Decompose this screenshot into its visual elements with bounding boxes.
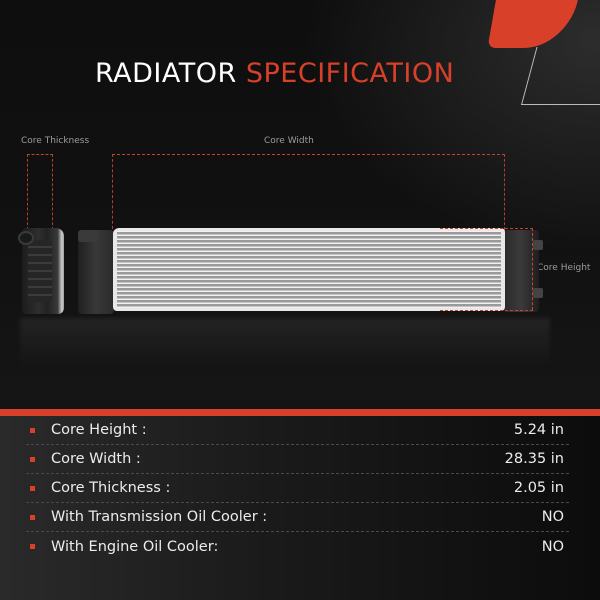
spec-value: NO: [541, 509, 564, 525]
bullet-icon: [30, 544, 35, 549]
spec-row-engine-oil-cooler: With Engine Oil Cooler: NO: [26, 532, 569, 561]
spec-label: Core Height :: [51, 422, 147, 438]
thickness-guide-left: [27, 154, 28, 230]
spec-label: Core Thickness :: [51, 480, 171, 496]
bullet-icon: [30, 514, 35, 520]
thickness-guide-top: [27, 154, 53, 155]
thickness-guide-right: [52, 154, 53, 230]
core-thickness-label: Core Thickness: [21, 136, 90, 146]
page-title: RADIATOR SPECIFICATION: [0, 58, 600, 90]
radiator-core-image: [113, 228, 505, 311]
width-guide-top: [112, 154, 505, 155]
height-guide-top: [440, 228, 533, 229]
spec-row-core-thickness: Core Thickness : 2.05 in: [26, 474, 569, 503]
width-guide-right: [504, 154, 505, 230]
spec-value: 5.24 in: [513, 422, 564, 438]
radiator-fins: [117, 231, 501, 308]
bullet-icon: [30, 456, 35, 462]
height-guide-bottom: [440, 310, 533, 311]
radiator-side-view-image: [18, 228, 64, 314]
bullet-icon: [30, 427, 35, 433]
spec-row-core-width: Core Width : 28.35 in: [26, 445, 569, 474]
spec-value: 2.05 in: [513, 480, 564, 496]
spec-table: Core Height : 5.24 in Core Width : 28.35…: [0, 416, 600, 600]
core-width-label: Core Width: [264, 136, 314, 146]
spec-label: Core Width :: [51, 451, 141, 467]
spec-row-transmission-oil-cooler: With Transmission Oil Cooler : NO: [26, 503, 569, 532]
radiator-right-tank: [503, 230, 543, 312]
core-height-label: Core Height: [537, 263, 591, 273]
spec-label: With Engine Oil Cooler:: [51, 538, 219, 555]
spec-row-core-height: Core Height : 5.24 in: [26, 416, 569, 445]
floor-reflection: [20, 318, 550, 368]
width-guide-left: [112, 154, 113, 234]
title-part-white: RADIATOR: [95, 58, 237, 89]
spec-value: NO: [541, 538, 564, 555]
title-part-red: SPECIFICATION: [245, 58, 455, 89]
accent-divider: [0, 409, 600, 416]
spec-label: With Transmission Oil Cooler :: [51, 509, 268, 525]
corner-accent-shape: [487, 0, 589, 48]
height-guide-right: [532, 228, 533, 310]
spec-value: 28.35 in: [504, 451, 564, 467]
bullet-icon: [30, 485, 35, 491]
radiator-left-tank: [78, 230, 114, 314]
